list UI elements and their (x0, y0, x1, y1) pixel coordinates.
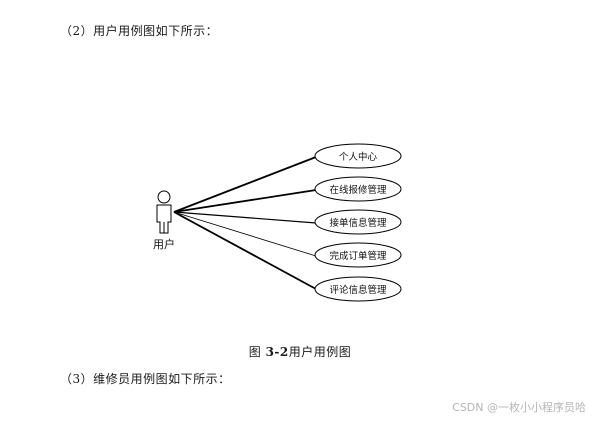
next-section-paragraph: （3）维修员用例图如下所示： (60, 372, 231, 386)
caption-prefix: 图 (248, 345, 262, 359)
association-line-personal-center (173, 156, 317, 213)
use-case-label: 评论信息管理 (329, 284, 387, 296)
association-line-complete-order-management (173, 211, 317, 257)
association-line-review-info-management (173, 211, 317, 290)
use-case-complete-order-management: 完成订单管理 (314, 242, 402, 268)
association-line-order-info-management (173, 211, 317, 224)
use-case-online-repair-management: 在线报修管理 (314, 176, 402, 202)
caption-title: 用户用例图 (288, 345, 352, 359)
figure-caption: 图 3-2用户用例图 (0, 343, 600, 360)
use-case-label: 在线报修管理 (329, 184, 387, 196)
use-case-label: 完成订单管理 (329, 250, 387, 262)
use-case-label: 个人中心 (339, 151, 378, 163)
caption-number: 3-2 (265, 345, 289, 359)
watermark: CSDN @一枚小小程序员哈 (452, 401, 586, 414)
use-case-review-info-management: 评论信息管理 (314, 276, 402, 302)
association-line-online-repair-management (173, 189, 317, 213)
use-case-label: 接单信息管理 (329, 217, 387, 229)
use-case-order-info-management: 接单信息管理 (314, 209, 402, 235)
actor-user-icon (156, 190, 172, 234)
actor-label: 用户 (153, 237, 175, 251)
use-case-personal-center: 个人中心 (314, 143, 402, 169)
association-lines (173, 156, 317, 290)
intro-paragraph: （2）用户用例图如下所示： (60, 24, 219, 38)
